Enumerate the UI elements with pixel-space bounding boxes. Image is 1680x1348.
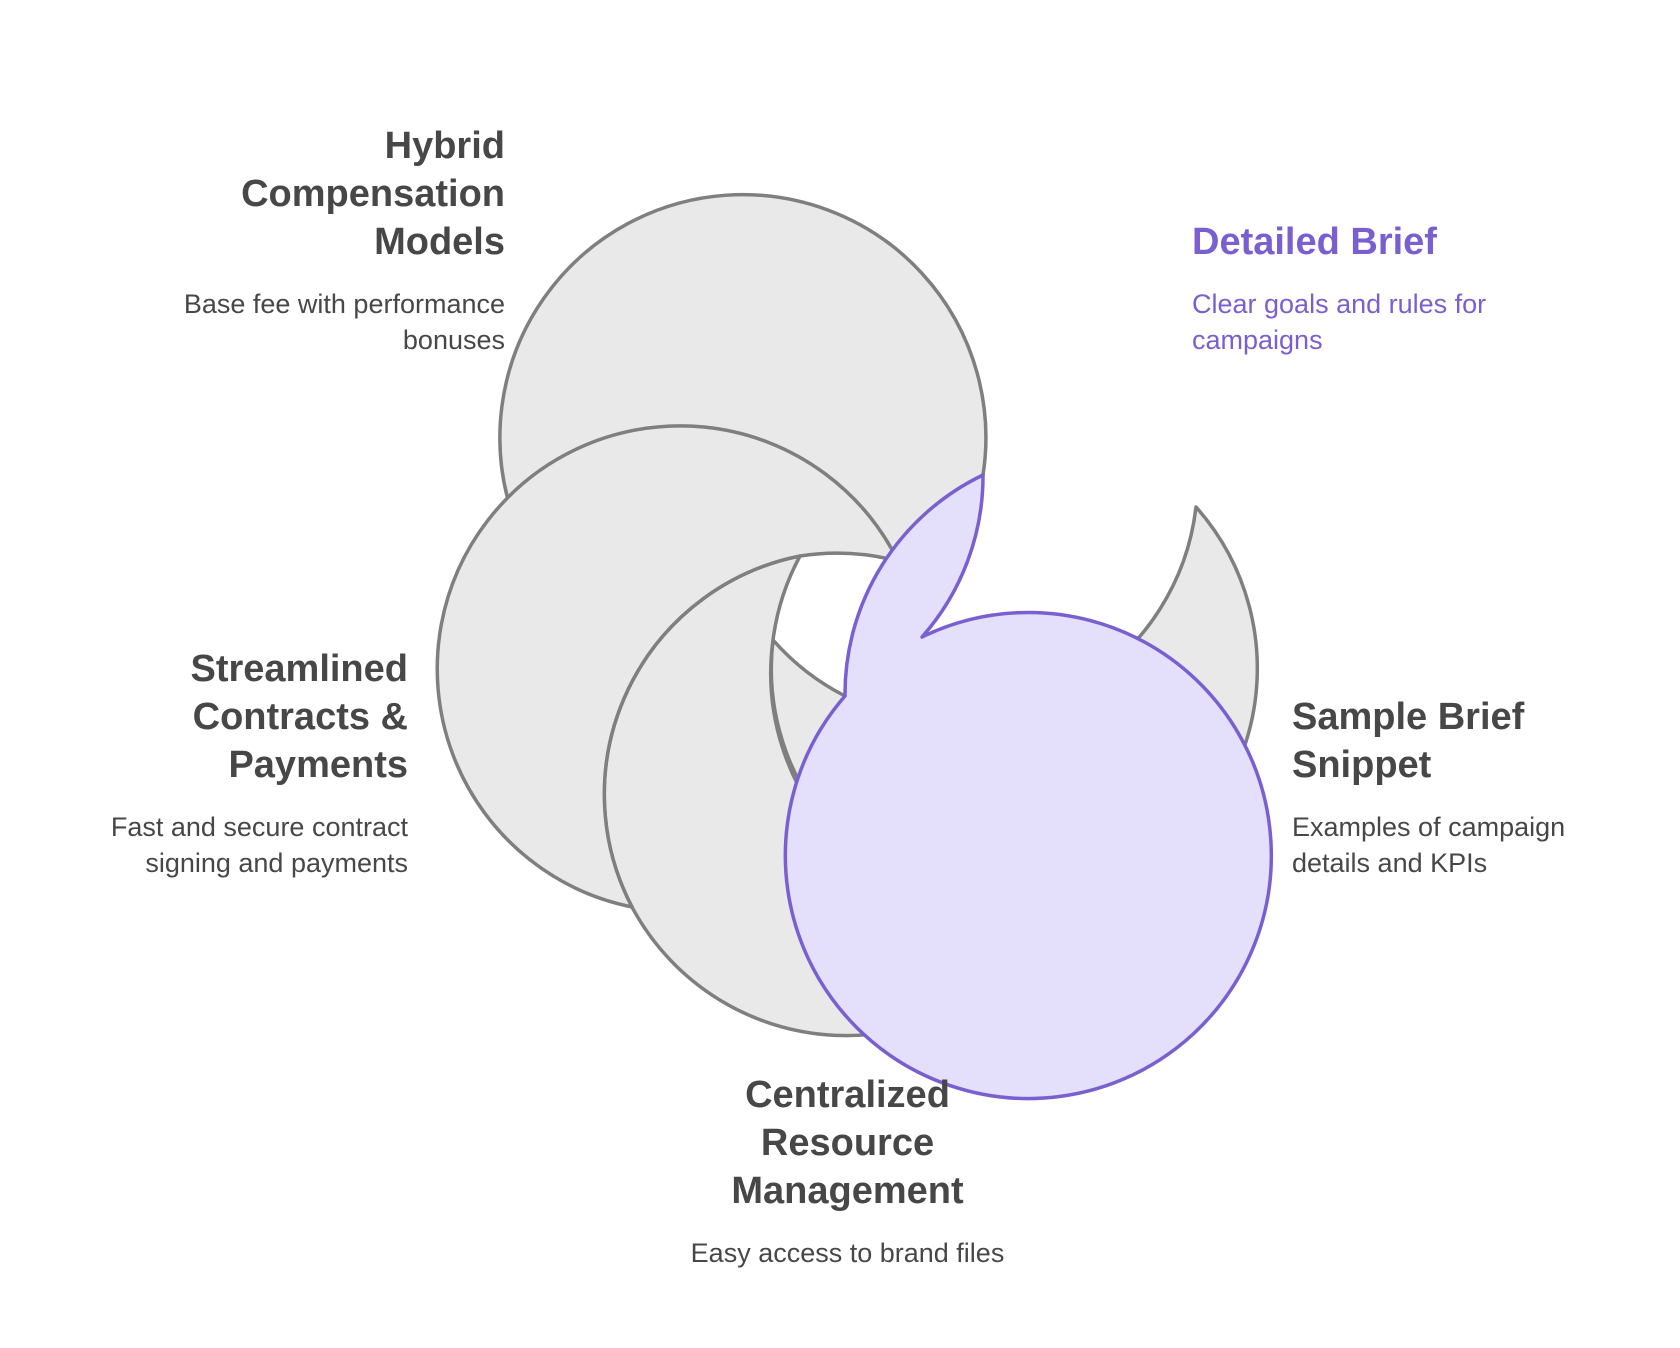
label-centralized-resource: Centralized Resource Management Easy acc…	[665, 1071, 1030, 1271]
label-description: Fast and secure contract signing and pay…	[110, 812, 408, 878]
label-detailed-brief: Detailed Brief Clear goals and rules for…	[1192, 218, 1552, 358]
ring-segment-streamlined-contracts[interactable]	[435, 424, 900, 909]
ring-segment-detailed-brief[interactable]	[783, 473, 1274, 1101]
label-hybrid-compensation: Hybrid Compensation Models Base fee with…	[150, 122, 505, 358]
label-description: Clear goals and rules for campaigns	[1192, 289, 1487, 355]
label-description: Examples of campaign details and KPIs	[1292, 812, 1566, 878]
label-title: Sample Brief Snippet	[1292, 696, 1525, 786]
label-description: Easy access to brand files	[690, 1238, 1005, 1268]
label-streamlined-contracts: Streamlined Contracts & Payments Fast an…	[90, 645, 408, 881]
label-sample-brief: Sample Brief Snippet Examples of campaig…	[1292, 693, 1632, 881]
label-title: Detailed Brief	[1192, 221, 1437, 263]
label-title: Streamlined Contracts & Payments	[190, 648, 408, 786]
label-title: Centralized Resource Management	[731, 1074, 964, 1212]
label-title: Hybrid Compensation Models	[241, 125, 505, 263]
label-description: Base fee with performance bonuses	[183, 289, 505, 355]
